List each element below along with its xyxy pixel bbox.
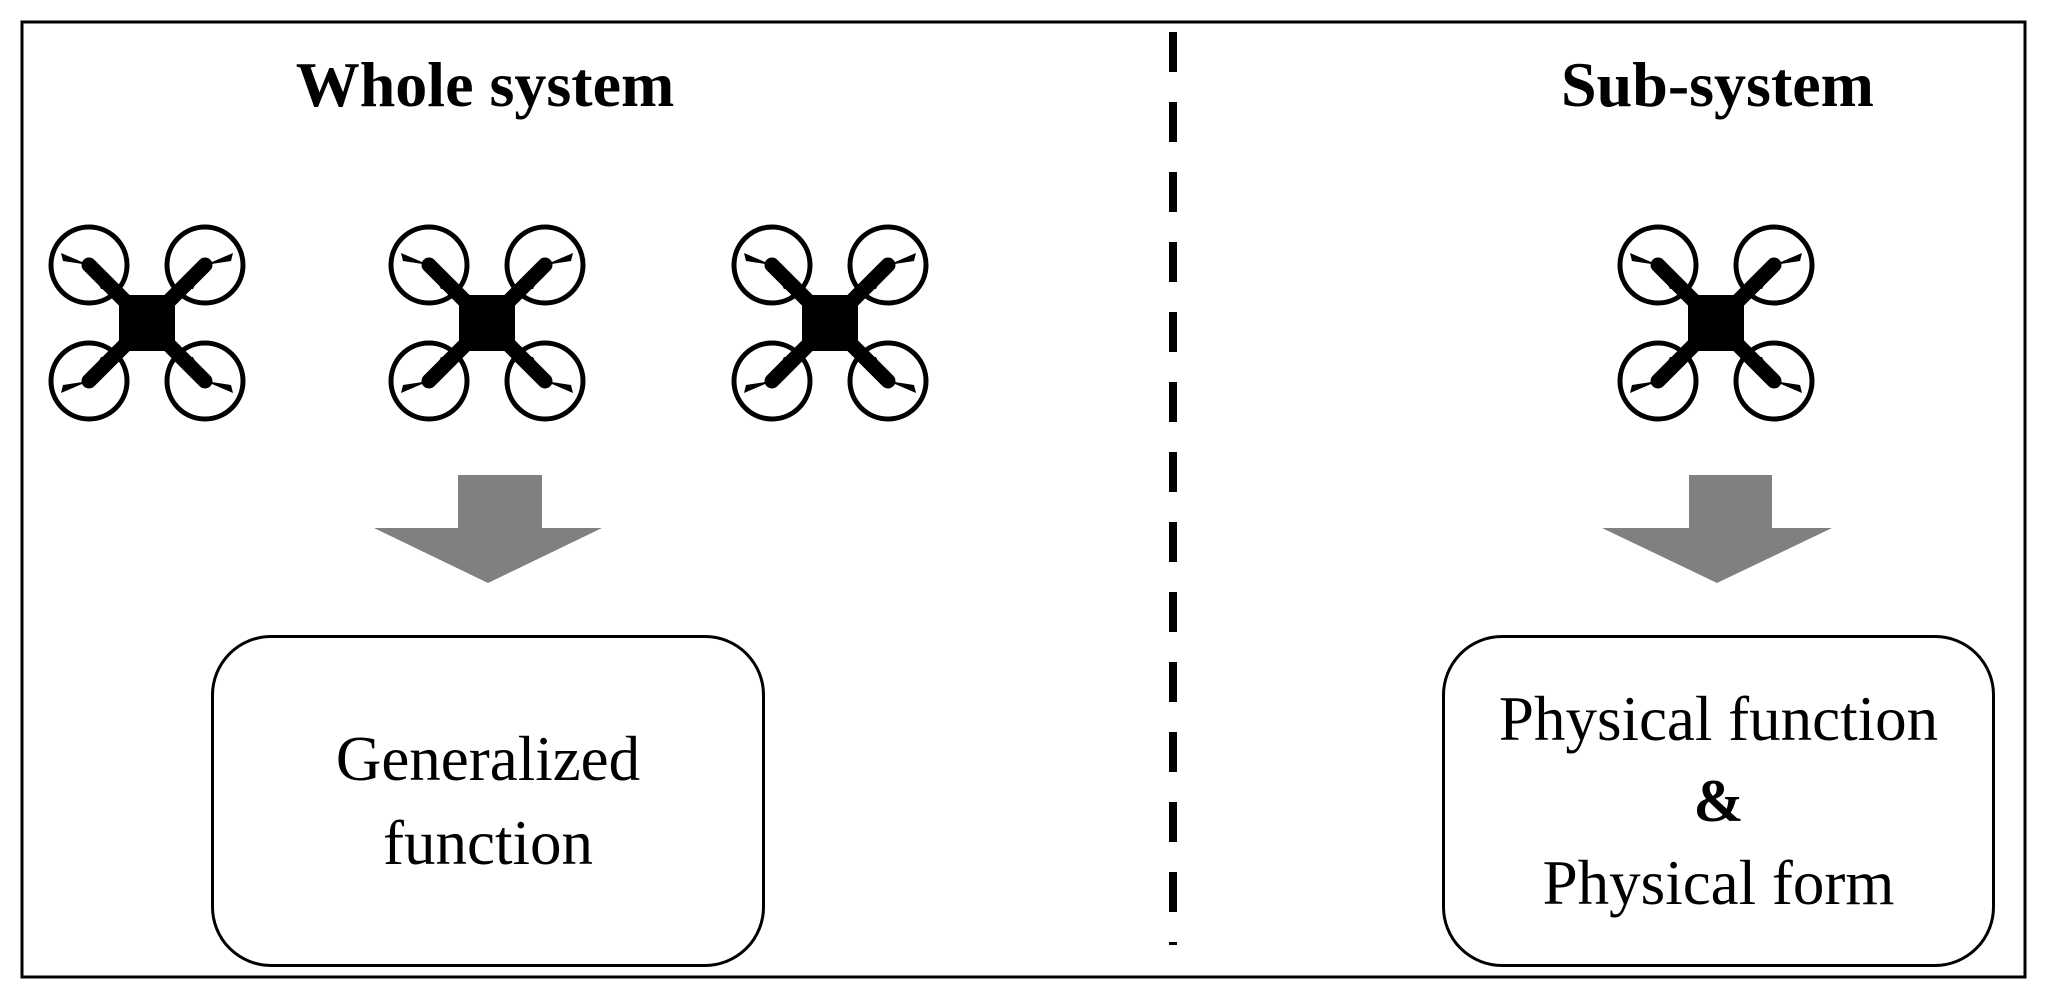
box-text-line: Generalized [335, 724, 641, 794]
box-text-line: Physical form [1542, 848, 1895, 918]
down-arrow-icon [374, 475, 602, 583]
box-text-line: Physical function [1498, 684, 1939, 754]
quadcopter-icon [1620, 227, 1812, 419]
whole-system-title: Whole system [295, 49, 675, 120]
quadcopter-icon [734, 227, 926, 419]
quadcopter-icon [51, 227, 243, 419]
generalized-function-box: Generalized function [211, 635, 765, 967]
outer-frame [20, 20, 2027, 979]
box-text-line: function [383, 808, 593, 878]
quadcopter-icon [391, 227, 583, 419]
sub-system-title: Sub-system [1561, 49, 1874, 120]
physical-function-form-box: Physical function & Physical form [1442, 635, 1995, 967]
down-arrow-icon [1602, 475, 1832, 583]
ampersand-text: & [1693, 768, 1744, 834]
